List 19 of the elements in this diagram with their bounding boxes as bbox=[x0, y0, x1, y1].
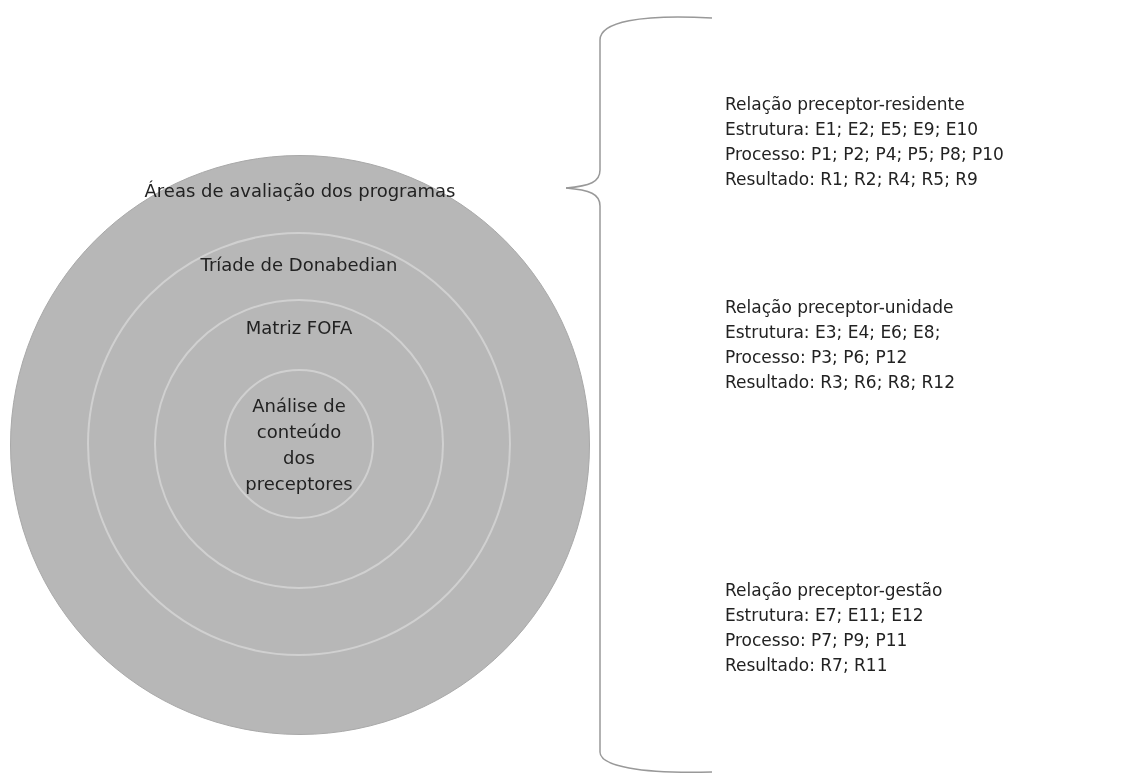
group-heading: Relação preceptor-gestão bbox=[725, 579, 943, 602]
circle-label: Matriz FOFA bbox=[245, 316, 353, 340]
item-list: Resultado: R3; R6; R8; R12 bbox=[725, 370, 955, 395]
circle-label: Áreas de avaliação dos programas bbox=[144, 179, 456, 203]
item-list: Processo: P3; P6; P12 bbox=[725, 345, 908, 370]
group-heading: Relação preceptor-residente bbox=[725, 93, 965, 116]
ring-circle bbox=[87, 232, 511, 656]
ring-circle bbox=[154, 299, 444, 589]
item-list: Estrutura: E1; E2; E5; E9; E10 bbox=[725, 117, 979, 142]
item-list: Estrutura: E7; E11; E12 bbox=[725, 603, 924, 628]
item-list: Estrutura: E3; E4; E6; E8; bbox=[725, 320, 941, 345]
circle-label: Análise de conteúdo dos preceptores bbox=[244, 394, 354, 496]
item-list: Processo: P7; P9; P11 bbox=[725, 628, 908, 653]
inner-circle bbox=[224, 369, 374, 519]
circle-label: Tríade de Donabedian bbox=[200, 253, 398, 277]
item-list: Processo: P1; P2; P4; P5; P8; P10 bbox=[725, 142, 1004, 167]
item-list: Resultado: R1; R2; R4; R5; R9 bbox=[725, 167, 978, 192]
group-heading: Relação preceptor-unidade bbox=[725, 296, 954, 319]
item-list: Resultado: R7; R11 bbox=[725, 653, 888, 678]
